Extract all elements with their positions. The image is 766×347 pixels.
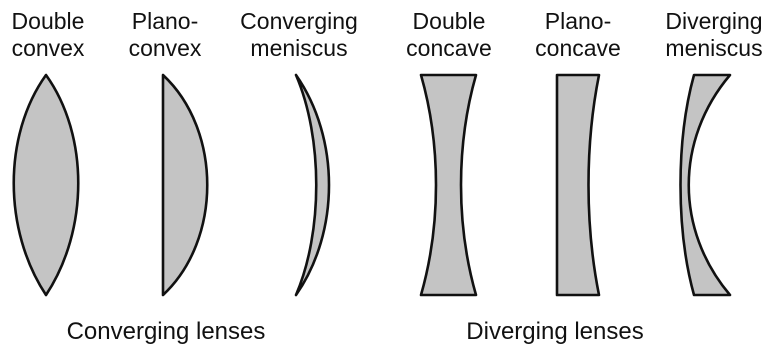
lens-label-double-concave: Double concave <box>406 8 492 61</box>
diverging-meniscus-lens-shape <box>679 73 732 297</box>
lens-label-plano-concave: Plano- concave <box>535 8 621 61</box>
lens-label-line1: Converging <box>240 8 358 34</box>
lens-label-line2: concave <box>406 35 492 61</box>
lens-label-line1: Double <box>12 8 85 34</box>
lens-label-line1: Plano- <box>132 8 198 34</box>
plano-concave-lens-shape <box>555 73 601 297</box>
lens-label-line1: Double <box>413 8 486 34</box>
lens-label-line2: meniscus <box>665 35 762 61</box>
lens-label-converging-meniscus: Converging meniscus <box>240 8 358 61</box>
lens-label-line1: Diverging <box>665 8 762 34</box>
double-concave-lens-shape <box>419 73 478 297</box>
lens-label-line1: Plano- <box>545 8 611 34</box>
plano-convex-lens-shape <box>161 73 209 297</box>
double-convex-lens-shape <box>12 73 80 297</box>
converging-lenses-label: Converging lenses <box>67 318 266 345</box>
converging-meniscus-lens-shape <box>294 73 331 297</box>
lens-label-double-convex: Double convex <box>12 8 85 61</box>
lens-label-plano-convex: Plano- convex <box>129 8 202 61</box>
lens-label-line2: concave <box>535 35 621 61</box>
lens-label-line2: meniscus <box>250 35 347 61</box>
diverging-lenses-label: Diverging lenses <box>466 318 643 345</box>
lens-label-line2: convex <box>129 35 202 61</box>
lens-label-diverging-meniscus: Diverging meniscus <box>665 8 762 61</box>
lens-label-line2: convex <box>12 35 85 61</box>
